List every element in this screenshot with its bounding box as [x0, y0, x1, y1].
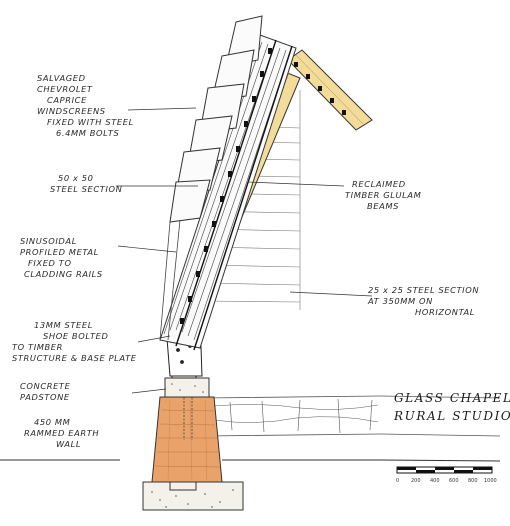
ground-line	[0, 459, 501, 462]
title-line: GLASS CHAPEL	[394, 391, 510, 405]
annotation-shoe: 13MM STEEL SHOE BOLTED TO TIMBER STRUCTU…	[12, 320, 137, 363]
label-line: 450 MM	[34, 417, 70, 427]
annotation-windscreens: SALVAGED CHEVROLET CAPRICE WINDSCREENS F…	[37, 73, 134, 138]
label-line: TO TIMBER	[12, 342, 63, 352]
label-line: AT 350MM ON	[367, 296, 433, 306]
concrete-padstone	[164, 377, 210, 398]
rammed-earth-wall	[151, 394, 223, 483]
label-line: CLADDING RAILS	[24, 269, 103, 279]
label-line: PADSTONE	[20, 392, 70, 402]
label-line: 50 x 50	[58, 173, 94, 183]
scale-tick-label: 600	[449, 478, 459, 484]
annotation-padstone: CONCRETE PADSTONE	[20, 381, 71, 402]
label-line: WALL	[56, 439, 81, 449]
leader-lines	[116, 107, 373, 394]
label-line: RAMMED EARTH	[24, 428, 99, 438]
windscreen-shingles	[169, 15, 263, 223]
label-line: FIXED WITH STEEL	[47, 117, 134, 127]
scale-tick-label: 200	[411, 478, 421, 484]
label-line: CHEVROLET	[37, 84, 93, 94]
ground-band	[204, 395, 501, 437]
label-line: FIXED TO	[28, 258, 72, 268]
label-line: 6.4MM BOLTS	[56, 128, 119, 138]
annotation-glulam: RECLAIMED TIMBER GLULAM BEAMS	[345, 179, 421, 211]
scale-tick-label: 0	[396, 478, 399, 484]
steel-section-rail	[175, 39, 293, 351]
label-line: 13MM STEEL	[34, 320, 93, 330]
label-line: 25 x 25 STEEL SECTION	[368, 285, 479, 295]
label-line: RECLAIMED	[352, 179, 406, 189]
scale-bar: 0 200 400 600 800 1000	[396, 466, 497, 484]
label-line: SALVAGED	[37, 73, 86, 83]
annotation-steel-section: 50 x 50 STEEL SECTION	[50, 173, 122, 194]
scale-tick-label: 400	[430, 478, 440, 484]
label-line: BEAMS	[367, 201, 399, 211]
timber-post	[159, 219, 181, 341]
concrete-footing	[142, 481, 244, 511]
label-line: STEEL SECTION	[50, 184, 122, 194]
label-line: STRUCTURE & BASE PLATE	[12, 353, 137, 363]
label-line: TIMBER GLULAM	[345, 190, 421, 200]
label-line: PROFILED METAL	[20, 247, 99, 257]
label-line: SINUSOIDAL	[20, 236, 77, 246]
scale-tick-label: 800	[468, 478, 478, 484]
label-line: SHOE BOLTED	[43, 331, 109, 341]
label-line: CAPRICE	[47, 95, 87, 105]
label-line: HORIZONTAL	[415, 307, 475, 317]
label-line: CONCRETE	[20, 381, 71, 391]
title-line: RURAL STUDIO	[393, 409, 510, 423]
annotation-sinusoidal: SINUSOIDAL PROFILED METAL FIXED TO CLADD…	[20, 236, 103, 279]
annotation-rammed-earth: 450 MM RAMMED EARTH WALL	[24, 417, 99, 449]
drawing-title: GLASS CHAPEL RURAL STUDIO	[393, 391, 510, 423]
scale-tick-label: 1000	[484, 478, 497, 484]
glulam-rafter	[287, 49, 373, 131]
annotation-small-steel: 25 x 25 STEEL SECTION AT 350MM ON HORIZO…	[367, 285, 479, 317]
sinusoidal-metal-panel	[159, 34, 297, 349]
label-line: WINDSCREENS	[37, 106, 106, 116]
steel-clips	[180, 48, 346, 324]
